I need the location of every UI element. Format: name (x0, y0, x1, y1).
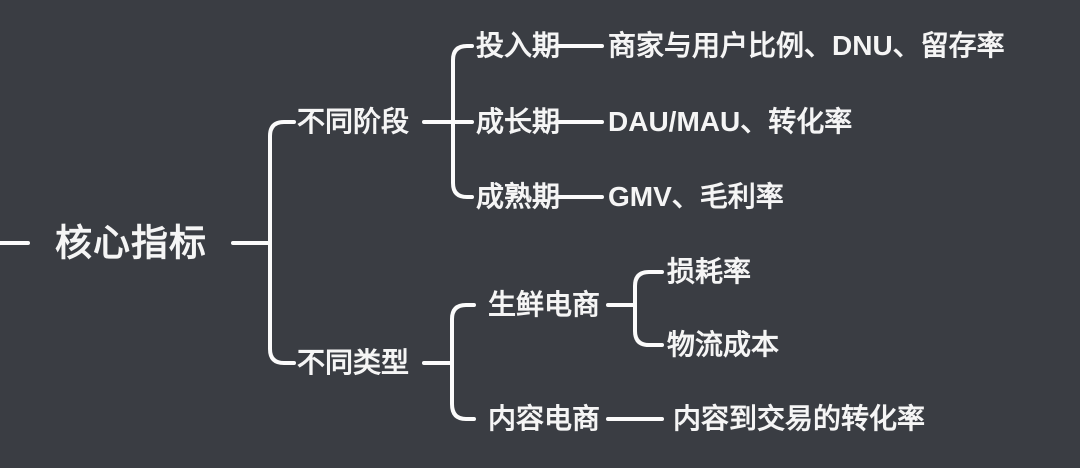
leaf-node-input-metrics[interactable]: 商家与用户比例、DNU、留存率 (608, 30, 1005, 61)
type-node-fresh-ecommerce[interactable]: 生鲜电商 (488, 289, 601, 320)
root-node-core-metrics[interactable]: 核心指标 (55, 222, 207, 264)
leaf-node-growth-metrics[interactable]: DAU/MAU、转化率 (608, 106, 853, 137)
connector-trunk (268, 120, 296, 365)
type-node-content-ecommerce[interactable]: 内容电商 (488, 403, 601, 434)
stage-node-growth-period[interactable]: 成长期 (476, 106, 561, 137)
stage-node-mature-period[interactable]: 成熟期 (476, 181, 561, 212)
branch-node-types[interactable]: 不同类型 (297, 347, 410, 378)
leaf-node-mature-metrics[interactable]: GMV、毛利率 (608, 181, 784, 212)
leaf-node-content-conversion[interactable]: 内容到交易的转化率 (673, 403, 926, 434)
connector-fresh-bracket (633, 270, 664, 347)
leaf-node-logistics-cost[interactable]: 物流成本 (667, 329, 780, 360)
branch-node-stages[interactable]: 不同阶段 (297, 106, 410, 137)
connector-types-bracket (450, 303, 476, 421)
stage-node-input-period[interactable]: 投入期 (476, 30, 561, 61)
connector-stages-bracket (451, 44, 474, 199)
leaf-node-loss-rate[interactable]: 损耗率 (667, 256, 752, 287)
